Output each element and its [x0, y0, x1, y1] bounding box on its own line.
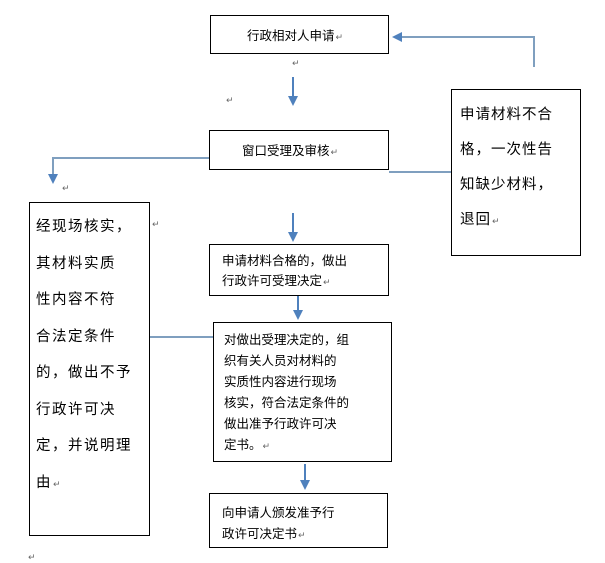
paragraph-mark: ↵ — [28, 553, 36, 563]
node-apply-label: 行政相对人申请↵ — [247, 28, 344, 43]
node-deny: 经现场核实， 其材料实质 性内容不符 合法定条件 的，做出不予 行政许可决 定，… — [29, 202, 150, 536]
node-window-label: 窗口受理及审核↵ — [242, 143, 339, 158]
node-apply: 行政相对人申请↵ — [210, 15, 389, 54]
paragraph-mark: ↵ — [335, 33, 344, 43]
node-reject: 申请材料不合 格，一次性告 知缺少材料， 退回↵ — [451, 89, 581, 256]
node-issue: 向申请人颁发准予行 政许可决定书↵ — [209, 493, 388, 548]
paragraph-mark: ↵ — [323, 278, 331, 288]
node-deny-label: 经现场核实， 其材料实质 性内容不符 合法定条件 的，做出不予 行政许可决 定，… — [36, 219, 132, 491]
paragraph-mark: ↵ — [492, 217, 501, 227]
node-qualified: 申请材料合格的，做出 行政许可受理决定↵ — [209, 244, 389, 296]
node-qualified-label: 申请材料合格的，做出 行政许可受理决定↵ — [222, 253, 348, 288]
paragraph-mark: ↵ — [262, 442, 271, 452]
node-verify: 对做出受理决定的，组 织有关人员对材料的 实质性内容进行现场 核实，符合法定条件… — [213, 322, 392, 462]
paragraph-mark: ↵ — [226, 96, 234, 106]
paragraph-mark: ↵ — [62, 184, 70, 194]
paragraph-mark: ↵ — [330, 148, 339, 158]
line-reject-to-apply — [392, 32, 535, 67]
paragraph-mark: ↵ — [292, 59, 300, 69]
node-reject-label: 申请材料不合 格，一次性告 知缺少材料， 退回↵ — [460, 107, 553, 228]
node-window: 窗口受理及审核↵ — [209, 130, 389, 170]
node-issue-label: 向申请人颁发准予行 政许可决定书↵ — [222, 505, 335, 541]
node-verify-label: 对做出受理决定的，组 织有关人员对材料的 实质性内容进行现场 核实，符合法定条件… — [224, 332, 350, 452]
line-window-to-deny — [48, 157, 209, 184]
paragraph-mark: ↵ — [152, 220, 160, 230]
paragraph-mark: ↵ — [298, 531, 306, 541]
paragraph-mark: ↵ — [53, 479, 63, 490]
